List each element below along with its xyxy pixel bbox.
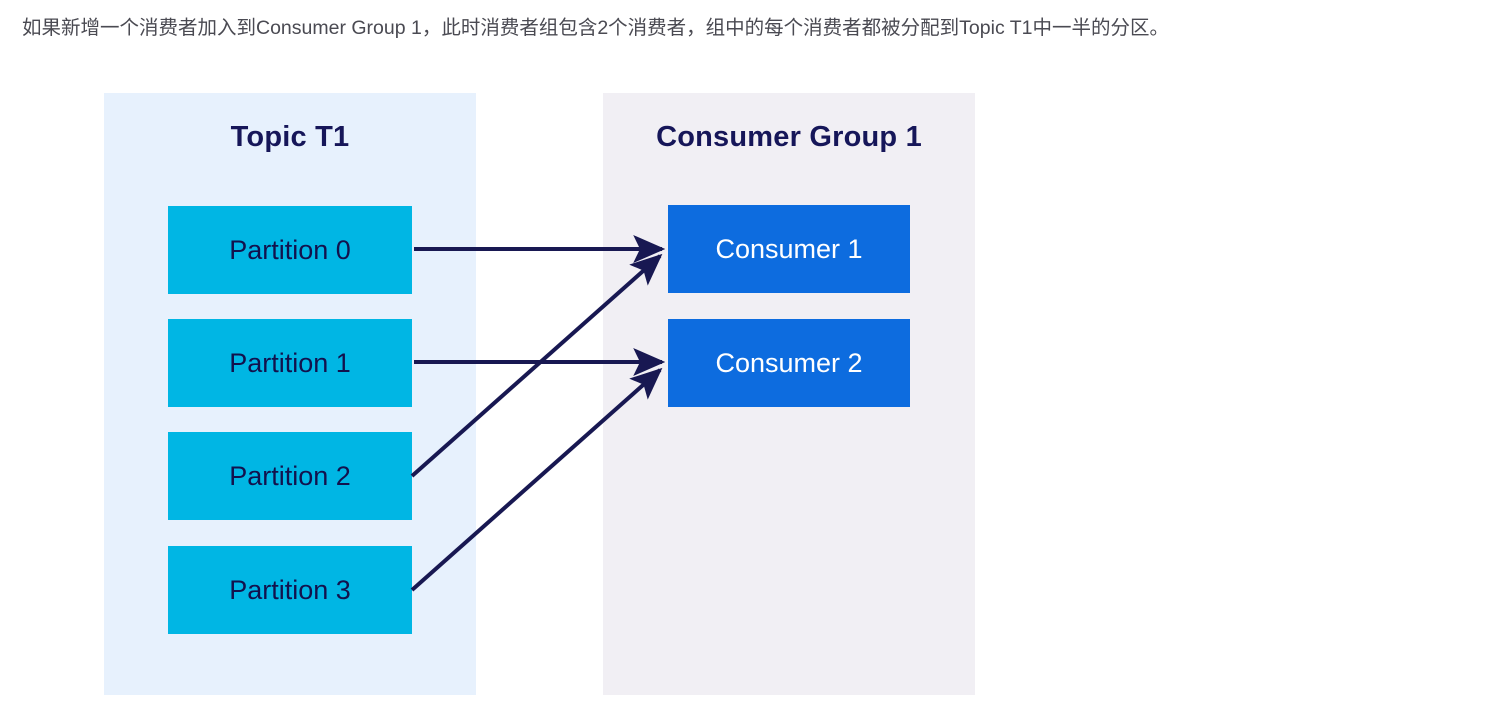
consumer-box-1[interactable]: Consumer 1 [668, 205, 910, 293]
consumer-label: Consumer 2 [715, 347, 863, 378]
consumer-box-2[interactable]: Consumer 2 [668, 319, 910, 407]
partition-box-2[interactable]: Partition 2 [168, 432, 412, 520]
topic-panel-title: Topic T1 [230, 121, 350, 153]
partition-label: Partition 0 [229, 234, 351, 265]
consumer-label: Consumer 1 [715, 233, 863, 264]
consumer-group-panel-title: Consumer Group 1 [656, 121, 922, 153]
partition-label: Partition 1 [229, 347, 351, 378]
partition-label: Partition 2 [229, 460, 351, 491]
partition-box-3[interactable]: Partition 3 [168, 546, 412, 634]
caption-text: 如果新增一个消费者加入到Consumer Group 1，此时消费者组包含2个消… [22, 17, 1170, 39]
partition-box-1[interactable]: Partition 1 [168, 319, 412, 407]
partition-box-0[interactable]: Partition 0 [168, 206, 412, 294]
partition-label: Partition 3 [229, 574, 351, 605]
